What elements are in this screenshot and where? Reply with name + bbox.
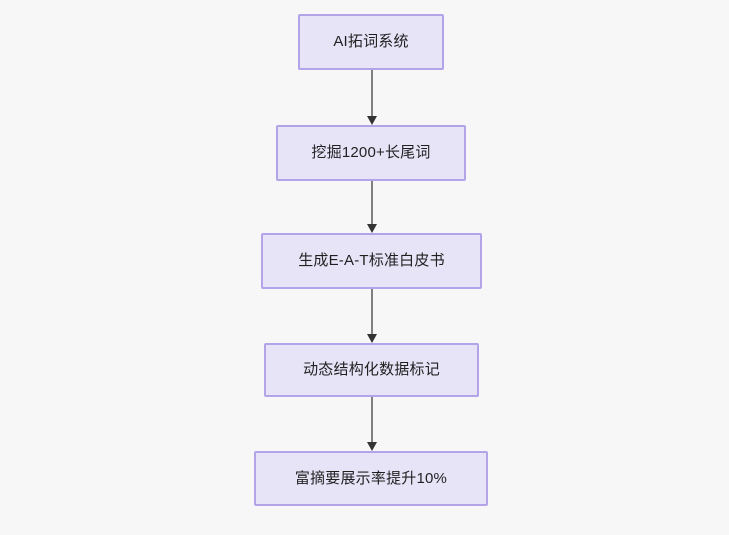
flowchart-node-dynamic-structured-data-markup[interactable]: 动态结构化数据标记 [264,343,479,397]
edge-line [371,397,373,443]
flowchart-node-mine-longtail-keywords[interactable]: 挖掘1200+长尾词 [276,125,466,181]
arrowhead-icon [367,334,377,343]
node-label: 挖掘1200+长尾词 [311,144,431,161]
node-label: 生成E-A-T标准白皮书 [298,252,445,269]
arrowhead-icon [367,442,377,451]
arrowhead-icon [367,224,377,233]
edge-line [371,289,373,335]
flowchart-node-ai-keyword-system[interactable]: AI拓词系统 [298,14,444,70]
edge-line [371,181,373,225]
flowchart-node-generate-eat-whitepaper[interactable]: 生成E-A-T标准白皮书 [261,233,482,289]
edge-line [371,70,373,117]
node-label: 富摘要展示率提升10% [294,469,448,487]
node-label: AI拓词系统 [333,33,409,50]
arrowhead-icon [367,116,377,125]
flowchart-node-rich-snippet-rate-increase[interactable]: 富摘要展示率提升10% [254,451,488,506]
node-label: 动态结构化数据标记 [303,361,440,378]
